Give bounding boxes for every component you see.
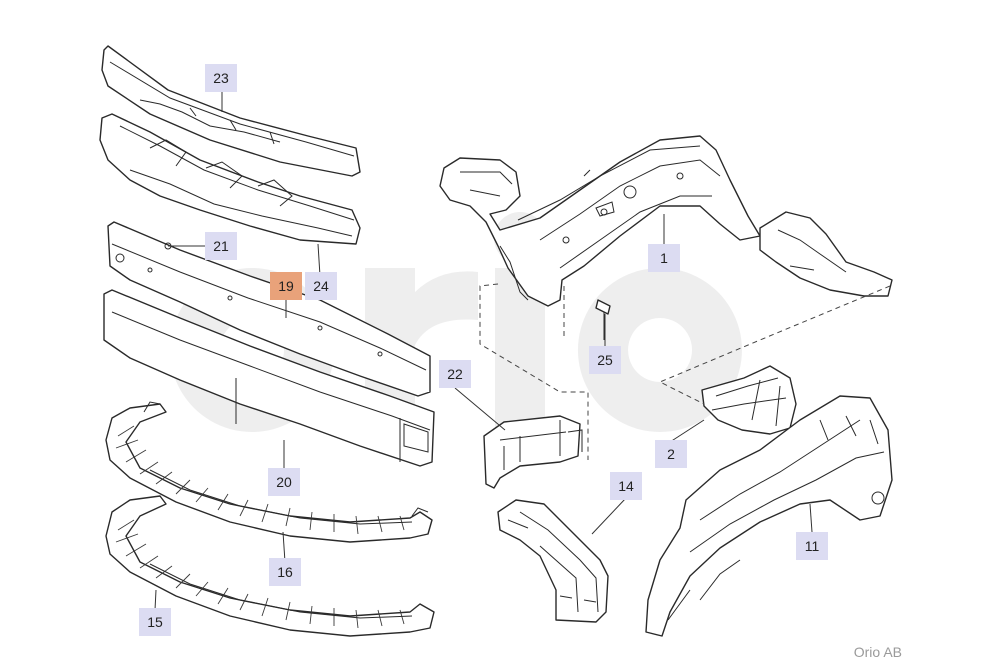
part-19-bumper-beam: [107, 221, 431, 397]
callout-16[interactable]: 16: [269, 558, 301, 586]
callout-11-label: 11: [805, 538, 820, 554]
part-2-mount-bracket: [701, 365, 797, 435]
callout-2-label: 2: [667, 446, 675, 462]
leader-lines: [154, 92, 813, 611]
callout-14-label: 14: [618, 478, 634, 494]
callout-21-label: 21: [213, 238, 229, 254]
part-15-lower-spoiler: [105, 495, 435, 637]
callout-21[interactable]: 21: [205, 232, 237, 260]
part-11-wheelhouse: [645, 395, 893, 637]
callout-1-label: 1: [660, 250, 668, 266]
callout-24-label: 24: [313, 278, 329, 294]
part-16-lower-grille: [105, 401, 433, 543]
callout-25-label: 25: [597, 352, 613, 368]
part-20-carrier: [103, 289, 435, 467]
part-23-upper-absorber: [101, 45, 361, 177]
callout-20-label: 20: [276, 474, 292, 490]
part-25-bolt: [595, 299, 611, 340]
part-rear-extension: [759, 211, 893, 297]
callout-24[interactable]: 24: [305, 272, 337, 300]
callout-22[interactable]: 22: [439, 360, 471, 388]
callout-2[interactable]: 2: [655, 440, 687, 468]
callout-22-label: 22: [447, 366, 463, 382]
part-14-bracket: [497, 499, 609, 623]
callout-19[interactable]: 19: [270, 272, 302, 300]
callout-15[interactable]: 15: [139, 608, 171, 636]
brand-label: Orio AB: [853, 644, 902, 660]
callout-19-label: 19: [278, 278, 294, 294]
callout-15-label: 15: [147, 614, 163, 630]
callout-16-label: 16: [277, 564, 293, 580]
part-24-lower-absorber: [99, 113, 361, 245]
part-1-side-member: [439, 135, 761, 307]
callout-1[interactable]: 1: [648, 244, 680, 272]
assembly-lines: [479, 283, 891, 460]
callout-23[interactable]: 23: [205, 64, 237, 92]
callout-11[interactable]: 11: [796, 532, 828, 560]
part-22-crash-box: [483, 415, 583, 489]
callout-23-label: 23: [213, 70, 229, 86]
callout-14[interactable]: 14: [610, 472, 642, 500]
callout-20[interactable]: 20: [268, 468, 300, 496]
callout-25[interactable]: 25: [589, 346, 621, 374]
